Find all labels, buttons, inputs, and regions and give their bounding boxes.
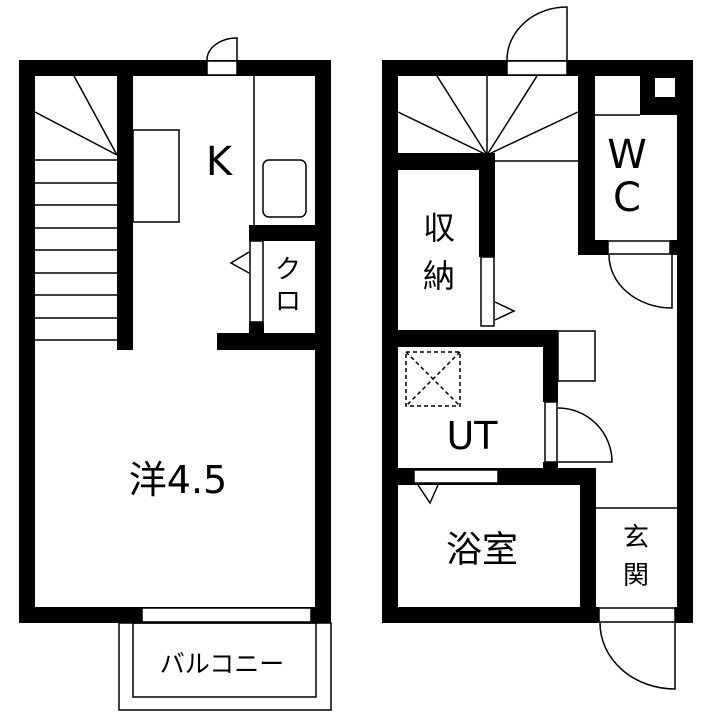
shoe-cabinet	[557, 330, 596, 382]
sink	[262, 159, 307, 218]
kitchen-label: K	[206, 139, 234, 185]
upper-floor-plan: K ク ロ 洋4.5 バルコニー	[19, 37, 332, 711]
room-label: 洋4.5	[129, 458, 227, 502]
closet-door[interactable]	[229, 240, 264, 323]
staircase-upper	[34, 75, 118, 341]
closet-label-1: ク	[275, 255, 301, 285]
toilet-door[interactable]	[607, 240, 673, 309]
toilet-label-2: C	[613, 175, 641, 221]
staircase-lower	[397, 75, 579, 170]
washing-machine-space	[405, 351, 461, 407]
stair-wall	[117, 76, 133, 350]
storage-walls	[398, 170, 558, 347]
utility-walls	[398, 347, 596, 623]
toilet-walls	[578, 76, 677, 255]
utility-door[interactable]	[544, 401, 613, 463]
bathroom-label: 浴室	[446, 530, 518, 571]
upper-door[interactable]	[206, 37, 238, 76]
entrance-door[interactable]	[598, 607, 676, 690]
storage-door[interactable]	[480, 256, 516, 327]
lower-top-door[interactable]	[506, 6, 568, 76]
entrance-label-1: 玄	[623, 523, 649, 553]
entrance-label-2: 関	[623, 561, 649, 591]
toilet-label-1: W	[607, 132, 647, 178]
bathroom-door[interactable]	[413, 469, 499, 505]
lower-floor-plan: W C 収 納 UT	[382, 6, 693, 690]
closet-label-2: ロ	[275, 287, 301, 317]
closet-walls	[217, 225, 315, 350]
storage-label-1: 収	[423, 209, 455, 247]
storage-label-2: 納	[423, 257, 455, 295]
counter	[132, 129, 180, 223]
balcony-label: バルコニー	[160, 650, 285, 679]
utility-label: UT	[446, 414, 498, 458]
balcony-window[interactable]	[141, 607, 312, 623]
balcony: バルコニー	[118, 607, 332, 711]
